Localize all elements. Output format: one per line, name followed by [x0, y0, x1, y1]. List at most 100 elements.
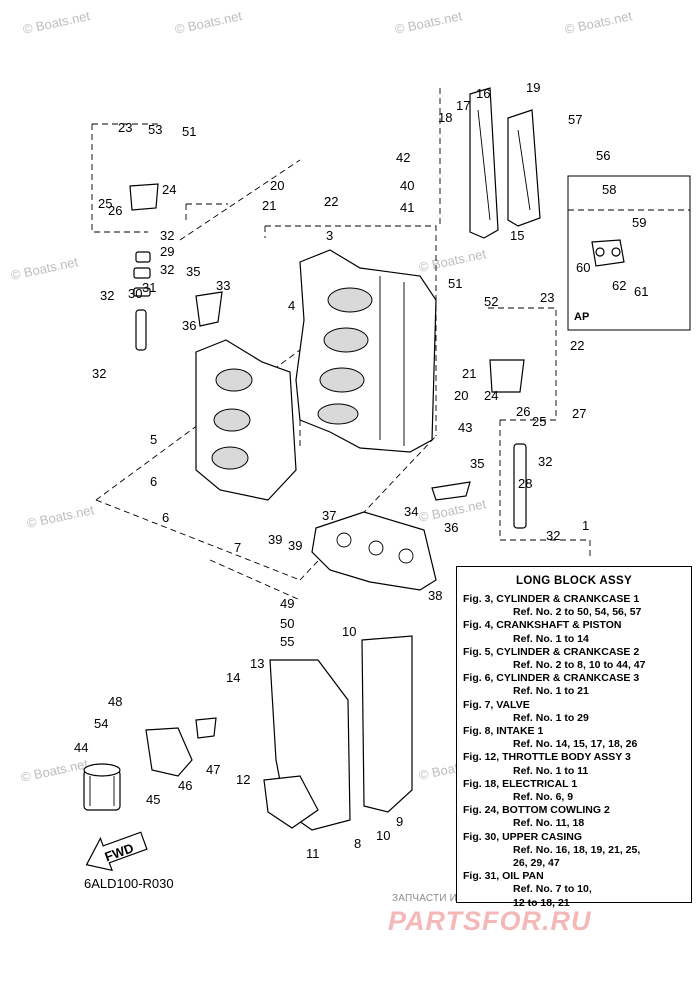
watermark-text: © Boats.net	[10, 254, 80, 283]
callout-36: 36	[182, 318, 196, 333]
callout-25: 25	[98, 196, 112, 211]
callout-31: 31	[142, 280, 156, 295]
callout-24: 24	[162, 182, 176, 197]
legend-ref-row: Ref. No. 16, 18, 19, 21, 25,	[513, 843, 641, 856]
watermark-text: © Boats.net	[418, 246, 488, 275]
crankcase-illustration	[195, 339, 297, 501]
watermark-text: © Boats.net	[174, 8, 244, 37]
callout-40: 40	[400, 178, 414, 193]
legend-fig-row: Fig. 24, BOTTOM COWLING 2	[463, 804, 610, 817]
callout-42: 42	[396, 150, 410, 165]
diagram-code: 6ALD100-R030	[84, 876, 174, 891]
callout-30: 30	[128, 286, 142, 301]
callout-23: 23	[540, 290, 554, 305]
legend-fig-row: Fig. 3, CYLINDER & CRANKCASE 1	[463, 593, 640, 605]
callout-9: 9	[396, 814, 403, 829]
callout-4: 4	[288, 298, 295, 313]
legend-ref-row: Ref. No. 2 to 50, 54, 56, 57	[513, 606, 642, 619]
cylinder-block-illustration	[295, 249, 437, 453]
legend-title: LONG BLOCK ASSY	[516, 575, 632, 587]
ap-variant-label: AP	[574, 311, 590, 323]
callout-1: 1	[582, 518, 589, 533]
callout-11: 11	[306, 846, 320, 861]
bracket-illustration	[129, 183, 525, 501]
dipstick-tube-illustration	[133, 251, 527, 529]
legend-ref-row: Ref. No. 2 to 8, 10 to 44, 47	[513, 659, 646, 672]
exhaust-cover-illustration	[469, 87, 541, 239]
legend-ref-row: Ref. No. 1 to 29	[513, 711, 589, 724]
callout-7: 7	[234, 540, 241, 555]
legend-fig-row: Fig. 30, UPPER CASING	[463, 830, 583, 843]
callout-20: 20	[454, 388, 468, 403]
long-block-legend: LONG BLOCK ASSY Fig. 3, CYLINDER & CRANK…	[456, 566, 692, 909]
callout-23: 23	[118, 120, 132, 135]
callout-35: 35	[186, 264, 200, 279]
callout-29: 29	[160, 244, 174, 259]
callout-49: 49	[280, 596, 294, 611]
legend-ref-row: Ref. No. 1 to 14	[513, 632, 589, 645]
callout-61: 61	[634, 284, 648, 299]
legend-fig-row: Fig. 8, INTAKE 1	[463, 725, 544, 738]
callout-54: 54	[94, 716, 108, 731]
callout-5: 5	[150, 432, 157, 447]
callout-10: 10	[376, 828, 390, 843]
callout-35: 35	[470, 456, 484, 471]
legend-fig-row: Fig. 18, ELECTRICAL 1	[463, 777, 578, 790]
callout-53: 53	[148, 122, 162, 137]
callout-21: 21	[462, 366, 476, 381]
callout-27: 27	[572, 406, 586, 421]
callout-34: 34	[404, 504, 418, 519]
legend-ref-row: Ref. No. 1 to 11	[513, 764, 589, 777]
callout-28: 28	[518, 476, 532, 491]
legend-fig-row: Fig. 12, THROTTLE BODY ASSY 3	[463, 751, 631, 764]
callout-43: 43	[458, 420, 472, 435]
callout-38: 38	[428, 588, 442, 603]
watermark-text: © Boats.net	[20, 756, 90, 785]
callout-8: 8	[354, 836, 361, 851]
callout-58: 58	[602, 182, 616, 197]
callout-32: 32	[538, 454, 552, 469]
callout-15: 15	[510, 228, 524, 243]
callout-37: 37	[322, 508, 336, 523]
callout-59: 59	[632, 215, 646, 230]
callout-39: 39	[288, 538, 302, 553]
callout-57: 57	[568, 112, 582, 127]
callout-6: 6	[150, 474, 157, 489]
callout-47: 47	[206, 762, 220, 777]
callout-13: 13	[250, 656, 264, 671]
legend-ref-row: Ref. No. 11, 18	[513, 817, 585, 830]
callout-50: 50	[280, 616, 294, 631]
watermark-text: © Boats.net	[394, 8, 464, 37]
oil-filter-illustration	[83, 763, 121, 811]
callout-55: 55	[280, 634, 294, 649]
legend-fig-row: Fig. 31, OIL PAN	[463, 870, 544, 883]
callout-14: 14	[226, 670, 240, 685]
watermark-text: © Boats.net	[22, 8, 92, 37]
callout-17: 17	[456, 98, 470, 113]
callout-numbers: 1234566789101011121314151617181920202121…	[74, 80, 648, 861]
callout-51: 51	[448, 276, 462, 291]
fwd-arrow: FWD	[85, 831, 148, 872]
legend-ref-row: 12 to 18, 21	[513, 896, 570, 909]
callout-3: 3	[326, 228, 333, 243]
callout-2: 2	[324, 194, 331, 209]
legend-fig-row: Fig. 5, CYLINDER & CRANKCASE 2	[463, 645, 640, 658]
brand-logo: PARTSFOR.RU	[388, 906, 592, 936]
callout-6: 6	[162, 510, 169, 525]
watermark-text: © Boats.net	[564, 8, 634, 37]
watermark-text: © Boats.net	[26, 502, 96, 531]
callout-12: 12	[236, 772, 250, 787]
legend-fig-row: Fig. 4, CRANKSHAFT & PISTON	[463, 619, 622, 632]
callout-22: 22	[324, 194, 338, 209]
oil-pan-illustration	[263, 635, 413, 831]
callout-56: 56	[596, 148, 610, 163]
callout-21: 21	[262, 198, 276, 213]
legend-ref-row: Ref. No. 7 to 10,	[513, 883, 592, 896]
callout-32: 32	[92, 366, 106, 381]
ap-variant-illustration	[591, 239, 625, 267]
legend-ref-row: 26, 29, 47	[513, 857, 560, 870]
callout-10: 10	[342, 624, 356, 639]
legend-fig-row: Fig. 7, VALVE	[463, 698, 530, 711]
callout-18: 18	[438, 110, 452, 125]
